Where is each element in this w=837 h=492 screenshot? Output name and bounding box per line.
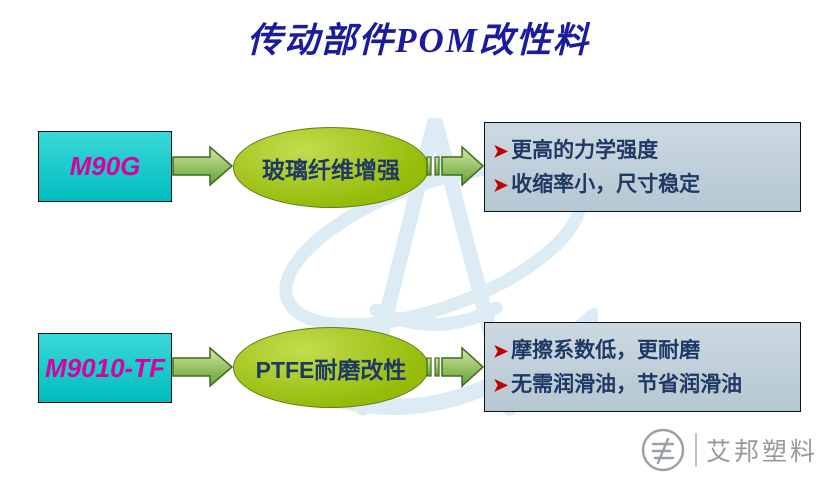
divider [695,433,697,467]
source-box-m9010tf: M9010-TF [38,333,172,403]
source-label: M9010-TF [45,352,165,383]
brand-name: 艾邦塑料 [706,438,819,466]
striped-flow-arrow-icon [426,145,484,187]
bullet-arrow-icon: ➤ [493,341,509,361]
striped-flow-arrow-icon [426,346,484,388]
bullet-arrow-icon: ➤ [493,141,509,161]
process-label: 玻璃纤维增强 [262,156,400,183]
benefit-text: 摩擦系数低，更耐磨 [511,339,701,362]
source-label: M90G [69,151,141,181]
aibang-logo-icon [641,428,685,472]
process-ellipse-glass-fiber: 玻璃纤维增强 [233,127,429,208]
benefits-box-row1: ➤更高的力学强度 ➤收缩率小，尺寸稳定 [484,122,801,212]
brand-watermark: 艾邦塑料 [640,427,818,473]
bullet-arrow-icon: ➤ [493,175,509,195]
benefit-line: ➤摩擦系数低，更耐磨 [493,334,792,368]
bullet-arrow-icon: ➤ [493,375,509,395]
benefit-line: ➤更高的力学强度 [493,134,792,168]
benefit-text: 无需润滑油，节省润滑油 [511,373,743,396]
page-title: 传动部件POM改性料 [247,21,590,60]
benefits-box-row2: ➤摩擦系数低，更耐磨 ➤无需润滑油，节省润滑油 [484,322,801,412]
flow-arrow-icon [172,346,234,388]
benefit-text: 更高的力学强度 [511,139,659,162]
benefit-line: ➤收缩率小，尺寸稳定 [493,168,792,202]
flow-arrow-icon [172,145,234,187]
source-box-m90g: M90G [38,131,172,202]
benefit-text: 收缩率小，尺寸稳定 [511,173,701,196]
process-label: PTFE耐磨改性 [255,356,407,383]
process-ellipse-ptfe: PTFE耐磨改性 [233,327,429,408]
benefit-line: ➤无需润滑油，节省润滑油 [493,368,792,402]
